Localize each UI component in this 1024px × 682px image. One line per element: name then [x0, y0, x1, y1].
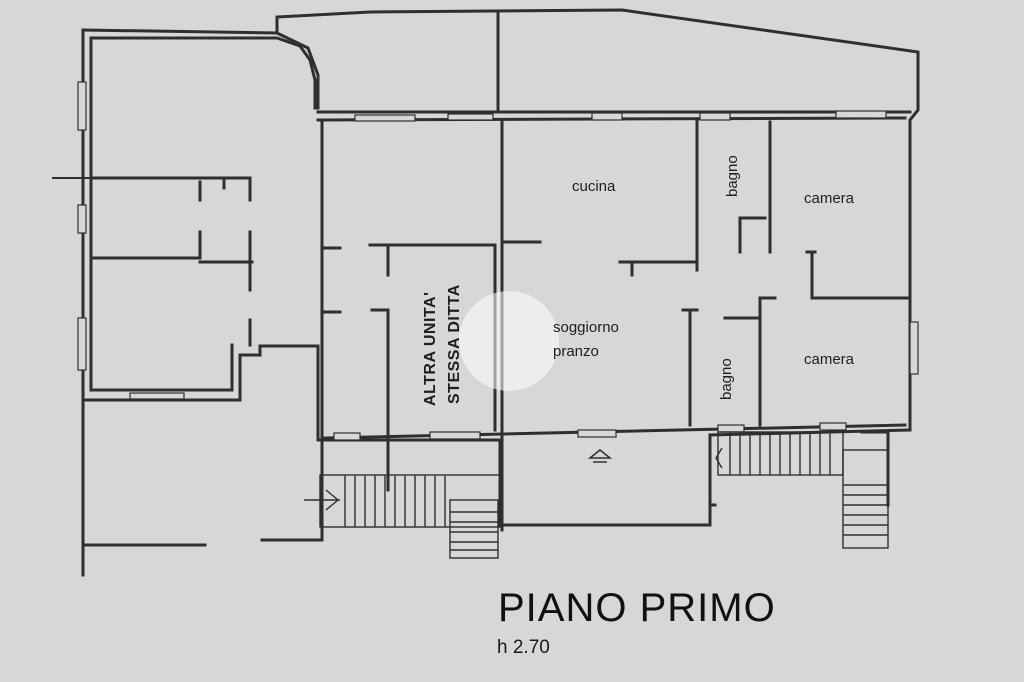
terrace-walls — [81, 398, 890, 577]
room-label-altra-unita: ALTRA UNITA' — [422, 291, 439, 406]
windows — [77, 81, 919, 441]
ceiling-height: h 2.70 — [497, 637, 550, 658]
stairs-left — [304, 474, 501, 559]
room-label-camera-bottom: camera — [804, 351, 855, 368]
room-label-stessa-ditta: STESSA DITTA — [446, 284, 463, 404]
watermark — [459, 291, 559, 391]
entrance-marker-icon — [587, 449, 613, 463]
room-label-soggiorno: soggiorno — [553, 319, 619, 336]
room-label-pranzo: pranzo — [553, 343, 599, 360]
room-label-cucina: cucina — [572, 178, 616, 195]
plan-title: PIANO PRIMO — [498, 586, 776, 630]
room-label-camera-top: camera — [804, 190, 855, 207]
room-label-bagno-bottom: bagno — [718, 358, 735, 400]
stairs-right — [715, 431, 889, 549]
room-label-bagno-top: bagno — [724, 155, 741, 197]
interior-walls — [52, 10, 912, 532]
